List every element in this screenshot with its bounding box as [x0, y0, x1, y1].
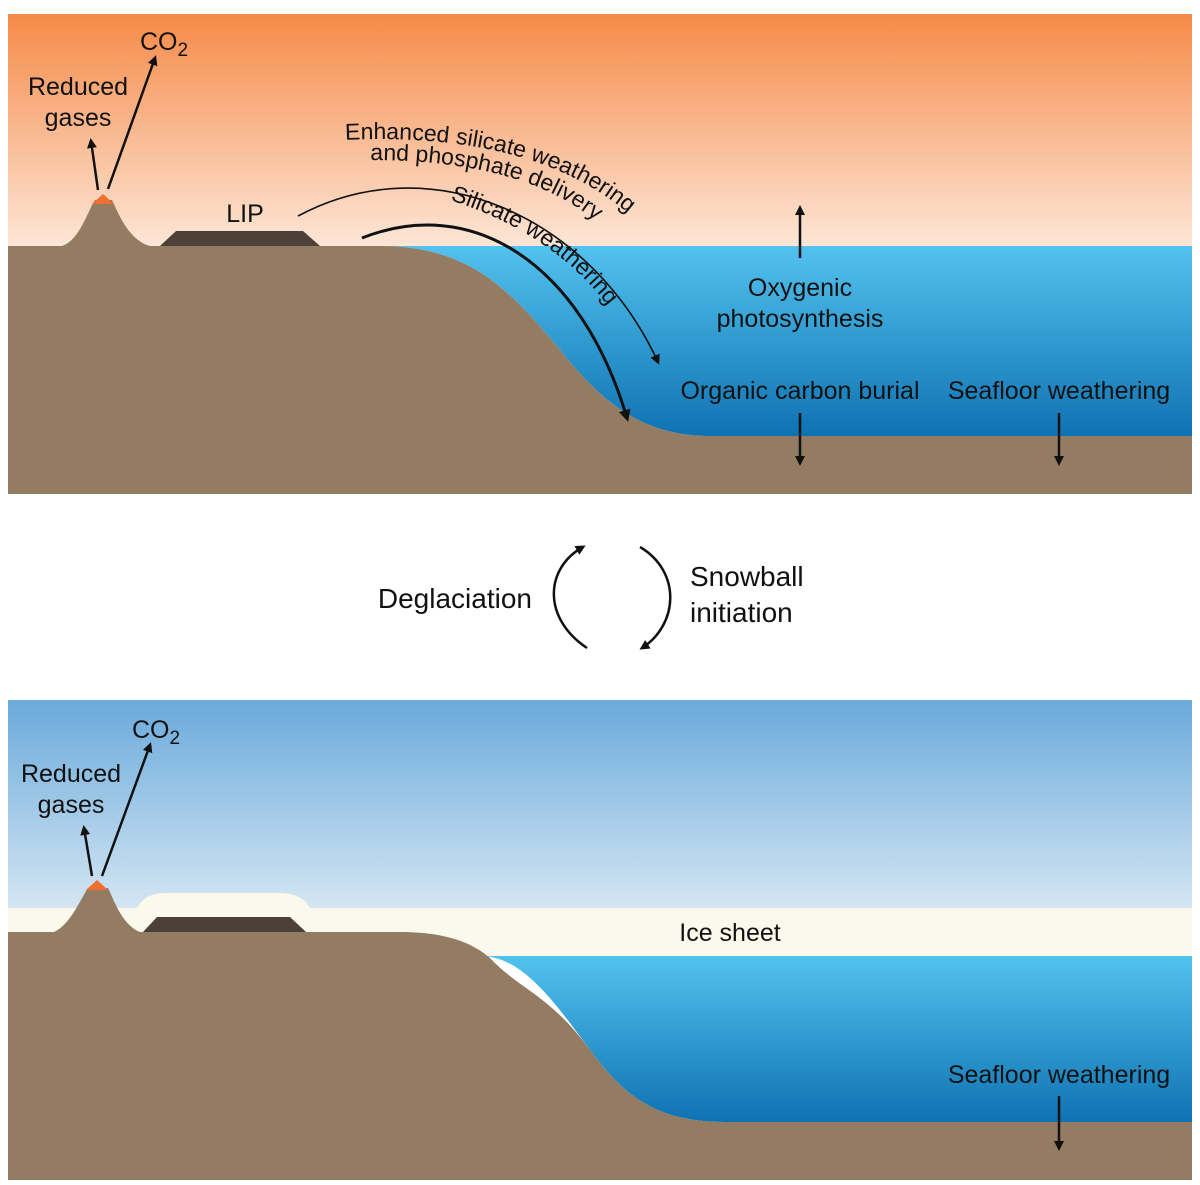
seafloor-weathering-label: Seafloor weathering: [948, 1061, 1170, 1089]
land: [8, 888, 1192, 1180]
co2-arrow: [100, 742, 153, 877]
oxygenic-label-line2: photosynthesis: [717, 305, 884, 333]
reduced-gases-label-line2: gases: [38, 791, 105, 819]
warm-sky: [8, 14, 1192, 248]
deglaciation-arrow: [552, 545, 588, 650]
ocean: [480, 956, 1192, 1122]
bottom-panel: CO2 Reduced gases Ice sheet Seafloor wea…: [8, 700, 1192, 1180]
volcano-vent: [86, 880, 108, 890]
silicate-weathering-arrow: [361, 223, 631, 422]
snowball-label-line2: initiation: [690, 597, 793, 628]
deglaciation-label: Deglaciation: [378, 583, 532, 614]
co2-label: CO2: [132, 716, 180, 749]
lip-plateau: [160, 231, 320, 246]
top-panel: CO2 Reduced gases LIP Enhanced silicate …: [8, 14, 1192, 494]
snowball-initiation-arrow: [639, 545, 672, 650]
volcano-vent: [92, 194, 114, 204]
reduced-gases-label-line2: gases: [45, 104, 112, 132]
reduced-gases-label-line1: Reduced: [21, 760, 121, 788]
cycle: Deglaciation Snowball initiation: [378, 545, 804, 650]
reduced-gases-arrow: [87, 138, 100, 191]
lip-label: LIP: [226, 200, 264, 228]
seafloor-weathering-label: Seafloor weathering: [948, 377, 1170, 405]
co2-label: CO2: [140, 28, 188, 61]
ice-sheet-label: Ice sheet: [679, 919, 781, 947]
enhanced-weathering-arrow: [297, 187, 660, 365]
reduced-gases-arrow: [80, 825, 94, 877]
reduced-gases-label-line1: Reduced: [28, 73, 128, 101]
snowball-label-line1: Snowball: [690, 561, 804, 592]
cold-sky: [8, 700, 1192, 910]
ocean: [380, 246, 1192, 436]
lip-plateau: [143, 917, 306, 932]
land: [8, 200, 1192, 494]
organic-carbon-burial-label: Organic carbon burial: [680, 377, 919, 405]
co2-arrow: [106, 55, 158, 190]
oxygenic-label-line1: Oxygenic: [748, 274, 852, 302]
